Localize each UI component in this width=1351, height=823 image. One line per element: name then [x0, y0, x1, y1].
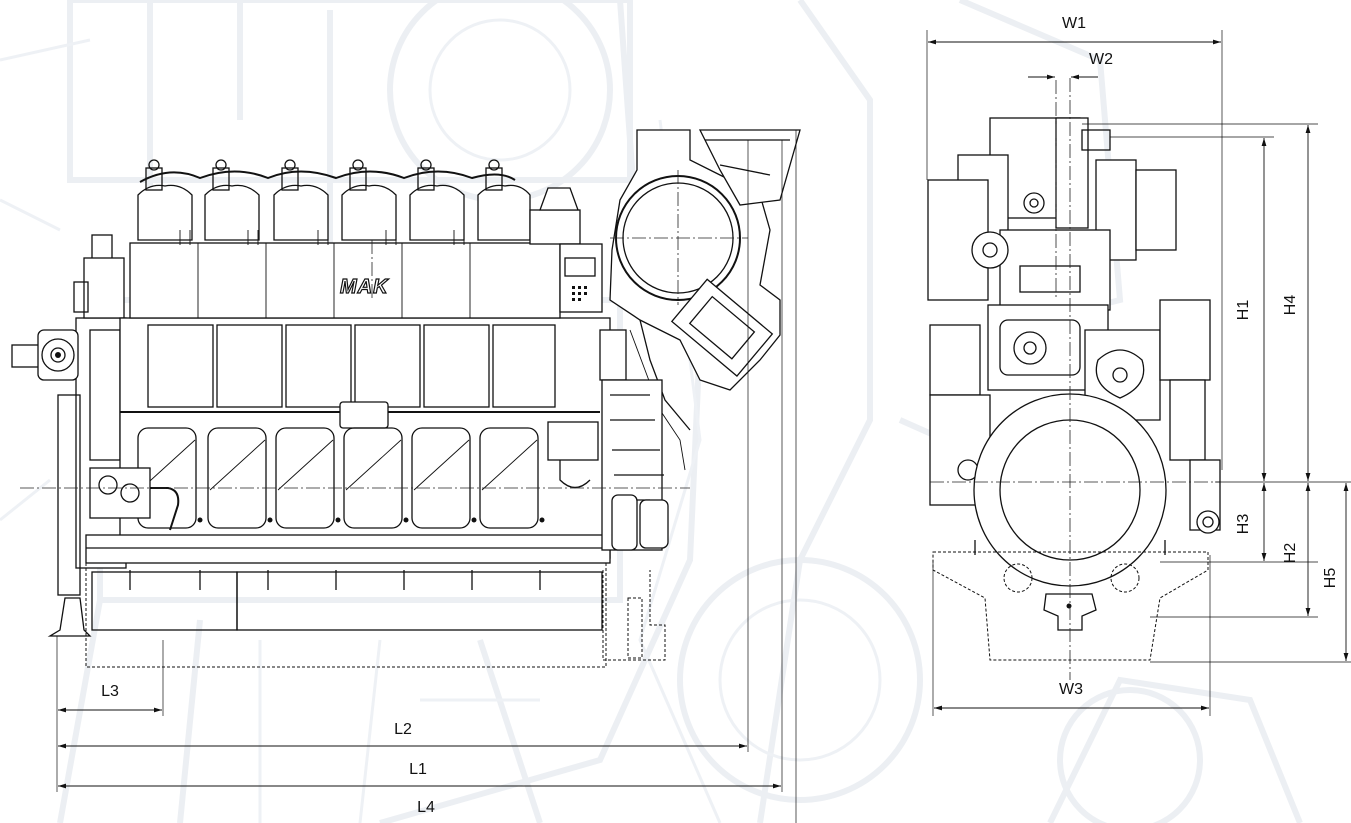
label-h1: H1 — [1235, 300, 1252, 321]
engine-front-view — [927, 78, 1221, 680]
turbocharger — [599, 129, 801, 471]
label-h4: H4 — [1282, 295, 1299, 316]
label-h5: H5 — [1322, 568, 1339, 589]
dimension-labels: L3 L2 L1 L4 W1 W2 W3 H1 H4 H3 H2 H5 — [101, 15, 1339, 816]
engine-side-view: MAK — [11, 129, 801, 668]
dimension-lines — [56, 30, 1351, 823]
label-h3: H3 — [1235, 514, 1252, 535]
label-w3: W3 — [1059, 681, 1083, 698]
label-l4: L4 — [417, 799, 435, 816]
label-l2: L2 — [394, 721, 412, 738]
label-w1: W1 — [1062, 15, 1086, 32]
mak-logo: MAK — [340, 276, 389, 298]
label-l3: L3 — [101, 683, 119, 700]
label-l1: L1 — [409, 761, 427, 778]
label-h2: H2 — [1282, 543, 1299, 564]
label-w2: W2 — [1089, 51, 1113, 68]
